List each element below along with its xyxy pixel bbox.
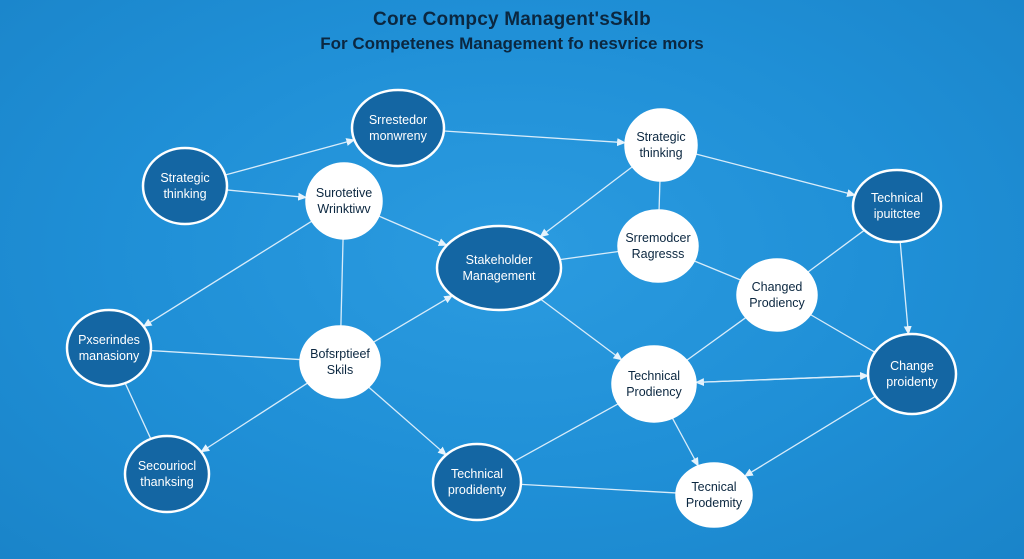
edges-layer — [124, 130, 912, 494]
node-label: Change — [890, 359, 934, 373]
edge-n14-n11 — [513, 403, 619, 463]
diagram-title: Core Compcy Managent'sSklb — [373, 9, 651, 30]
node-circle[interactable] — [675, 462, 753, 528]
edge-n5-n8 — [807, 229, 865, 273]
edge-n10-n13 — [200, 382, 308, 453]
node-n14[interactable]: Technical prodidenty — [431, 442, 523, 522]
node-label: Surotetive — [316, 186, 372, 200]
node-label: Wrinktiwv — [317, 202, 371, 216]
edge-n12-n15 — [743, 395, 876, 477]
node-label: prodidenty — [448, 483, 507, 497]
node-circle[interactable] — [141, 146, 229, 226]
node-label: Pxserindes — [78, 333, 140, 347]
edge-n6-n7 — [559, 250, 619, 261]
node-n3[interactable]: Strategic thinking — [141, 146, 229, 226]
node-n5[interactable]: Technical ipuitctee — [851, 168, 943, 244]
edge-n3-n4 — [226, 189, 308, 201]
edge-n10-n6 — [373, 295, 454, 343]
node-label: Strategic — [160, 171, 209, 185]
node-n12[interactable]: Change proidenty — [866, 332, 958, 416]
node-label: manasiony — [79, 349, 140, 363]
edge-n4-n6 — [378, 215, 448, 247]
edge-n11-n12 — [695, 372, 870, 384]
node-circle[interactable] — [851, 168, 943, 244]
edge-n3-n1 — [225, 138, 356, 176]
diagram-subtitle: For Competenes Management fo nesvrice mo… — [320, 34, 704, 53]
node-label: Management — [463, 269, 536, 283]
node-label: Prodemity — [686, 496, 743, 510]
edge-n4-n9 — [142, 220, 313, 327]
edge-n14-n15 — [520, 483, 677, 494]
node-label: Ragresss — [632, 247, 685, 261]
node-label: thanksing — [140, 475, 194, 489]
edge-n9-n10 — [150, 349, 301, 361]
edge-n6-n11 — [540, 298, 623, 361]
node-label: Srrestedor — [369, 113, 427, 127]
node-label: thinking — [163, 187, 206, 201]
edge-n1-n2 — [443, 130, 627, 147]
node-circle[interactable] — [299, 325, 381, 399]
node-label: Prodiency — [626, 385, 682, 399]
node-circle[interactable] — [617, 209, 699, 283]
edge-n9-n13 — [124, 382, 152, 440]
node-label: ipuitctee — [874, 207, 921, 221]
edge-n7-n8 — [694, 260, 741, 281]
node-circle[interactable] — [435, 224, 563, 312]
node-circle[interactable] — [611, 345, 697, 423]
edge-n11-n15 — [671, 417, 699, 467]
node-label: Skils — [327, 363, 353, 377]
node-n2[interactable]: Strategic thinking — [624, 108, 698, 182]
edge-n2-n5 — [695, 153, 857, 198]
node-label: Technical — [451, 467, 503, 481]
node-label: monwreny — [369, 129, 427, 143]
edge-n8-n11 — [686, 317, 747, 361]
node-label: Technical — [871, 191, 923, 205]
node-label: Secouriocl — [138, 459, 196, 473]
node-label: Technical — [628, 369, 680, 383]
edge-n10-n14 — [368, 386, 447, 456]
node-label: proidenty — [886, 375, 938, 389]
edge-n7-n2 — [658, 180, 661, 211]
node-circle[interactable] — [350, 88, 446, 168]
node-n13[interactable]: Secouriocl thanksing — [123, 434, 211, 514]
node-circle[interactable] — [624, 108, 698, 182]
node-circle[interactable] — [123, 434, 211, 514]
node-circle[interactable] — [866, 332, 958, 416]
node-label: Changed — [752, 280, 803, 294]
node-label: Strategic — [636, 130, 685, 144]
node-circle[interactable] — [305, 162, 383, 240]
edge-n4-n10 — [340, 238, 344, 327]
edge-n5-n12 — [899, 241, 912, 336]
node-n1[interactable]: Srrestedor monwreny — [350, 88, 446, 168]
node-label: Stakeholder — [466, 253, 533, 267]
node-circle[interactable] — [736, 258, 818, 332]
edge-n2-n6 — [539, 166, 633, 238]
node-label: thinking — [639, 146, 682, 160]
node-circle[interactable] — [65, 308, 153, 388]
node-circle[interactable] — [431, 442, 523, 522]
node-label: Prodiency — [749, 296, 805, 310]
node-label: Tecnical — [691, 480, 736, 494]
node-n9[interactable]: Pxserindes manasiony — [65, 308, 153, 388]
node-label: Bofsrptieef — [310, 347, 370, 361]
edge-n8-n12 — [810, 314, 876, 353]
node-label: Srremodcer — [625, 231, 690, 245]
